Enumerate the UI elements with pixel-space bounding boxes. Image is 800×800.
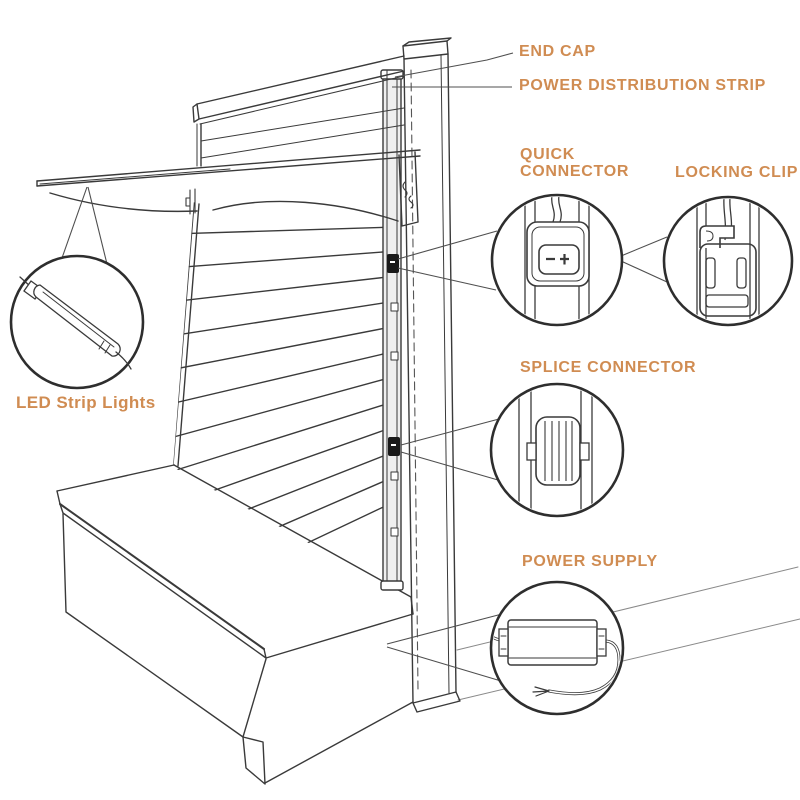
splice-connector-on-strip [388, 437, 400, 456]
quick-connector-label-line1: QUICK [520, 146, 576, 163]
power-supply-leader [386, 613, 503, 682]
end-cap-label: END CAP [519, 43, 596, 60]
power-distribution-strip [380, 69, 404, 591]
locking-clip-detail [662, 195, 794, 327]
led-strip-light-detail [9, 254, 145, 390]
splice-connector-leader [400, 418, 500, 481]
quick-connector-label-line2: CONNECTOR [520, 163, 630, 180]
splice-connector-detail [489, 382, 625, 518]
power-supply-label: POWER SUPPLY [522, 553, 658, 570]
quick-connector-leader [397, 230, 498, 291]
splice-connector-label: SPLICE CONNECTOR [520, 359, 697, 376]
slatwall-panel [173, 202, 396, 592]
quick-connector-on-strip [387, 254, 399, 273]
locking-clip-label: LOCKING CLIP [675, 164, 799, 181]
locking-clip-leader [620, 236, 668, 283]
led-strip-lights-label: LED Strip Lights [16, 393, 156, 412]
end-cap-leader [394, 52, 514, 78]
led-strip-leader [61, 186, 108, 265]
canopy-light-shelf [36, 149, 421, 227]
leader-lines [61, 52, 668, 682]
top-rail [192, 55, 405, 125]
right-post [402, 37, 461, 713]
quick-connector-detail [490, 193, 624, 327]
power-distribution-strip-label: POWER DISTRIBUTION STRIP [519, 77, 767, 94]
power-supply-detail [489, 580, 625, 716]
polarity-plus-icon [560, 254, 569, 265]
base-cabinet [56, 464, 414, 785]
upper-slat-section [196, 107, 405, 167]
